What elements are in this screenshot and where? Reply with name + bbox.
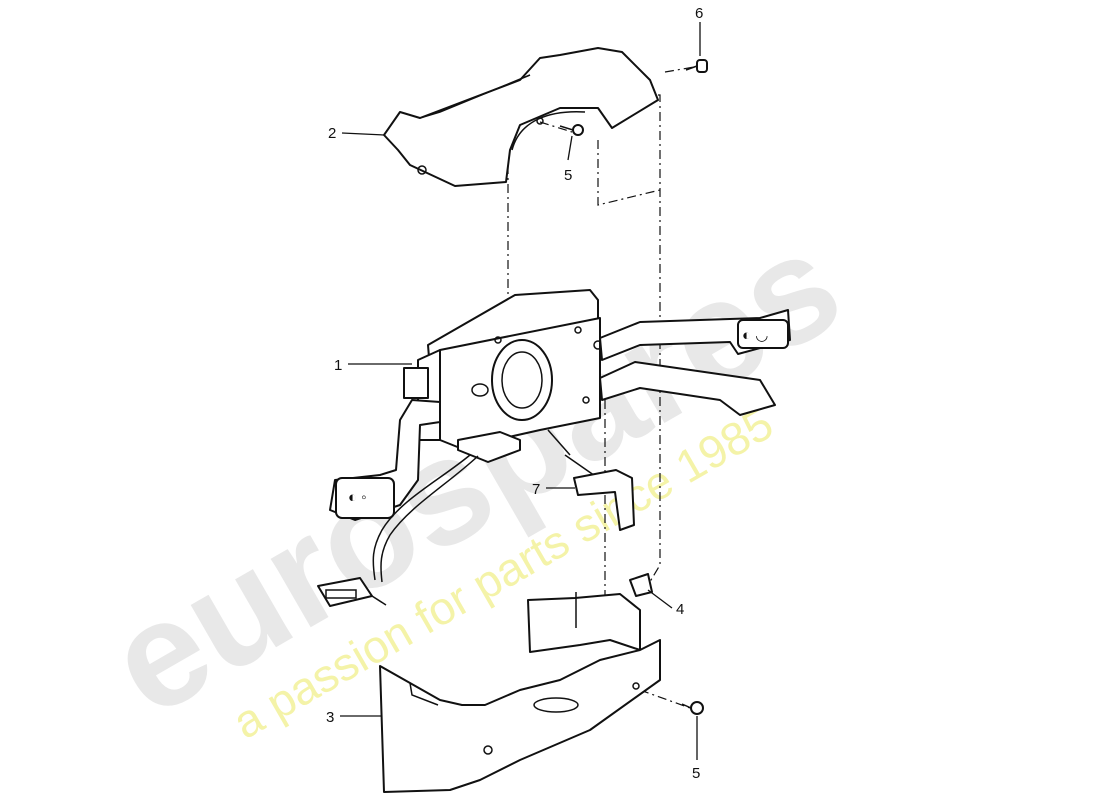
part-7-trim-key xyxy=(564,454,635,531)
callout-6: 6 xyxy=(695,5,703,22)
upper-column-cover xyxy=(383,47,659,187)
screw-5-lower-icon xyxy=(681,701,704,715)
svg-text:◐ ◦: ◐ ◦ xyxy=(348,489,367,506)
callout-labels: 6 2 5 1 7 4 3 5 xyxy=(326,5,703,782)
callout-5-lower: 5 xyxy=(692,765,700,782)
watermark: eurospares a passion for parts since 198… xyxy=(82,198,866,749)
lower-column-cover xyxy=(379,592,661,793)
clip-4-icon xyxy=(629,573,653,597)
watermark-brand: eurospares xyxy=(82,198,866,748)
callout-leaders xyxy=(340,22,701,760)
svg-text:◐ ◡: ◐ ◡ xyxy=(742,327,768,344)
callout-4: 4 xyxy=(676,601,684,618)
screw-5-upper-icon xyxy=(559,124,584,136)
screw-6-icon xyxy=(685,59,708,73)
callout-2: 2 xyxy=(328,125,336,142)
callout-1: 1 xyxy=(334,357,342,374)
callout-3: 3 xyxy=(326,709,334,726)
callout-7: 7 xyxy=(532,481,540,498)
combination-switch: ◐ ◡ ◐ ◦ xyxy=(317,289,791,607)
callout-5-upper: 5 xyxy=(564,167,572,184)
